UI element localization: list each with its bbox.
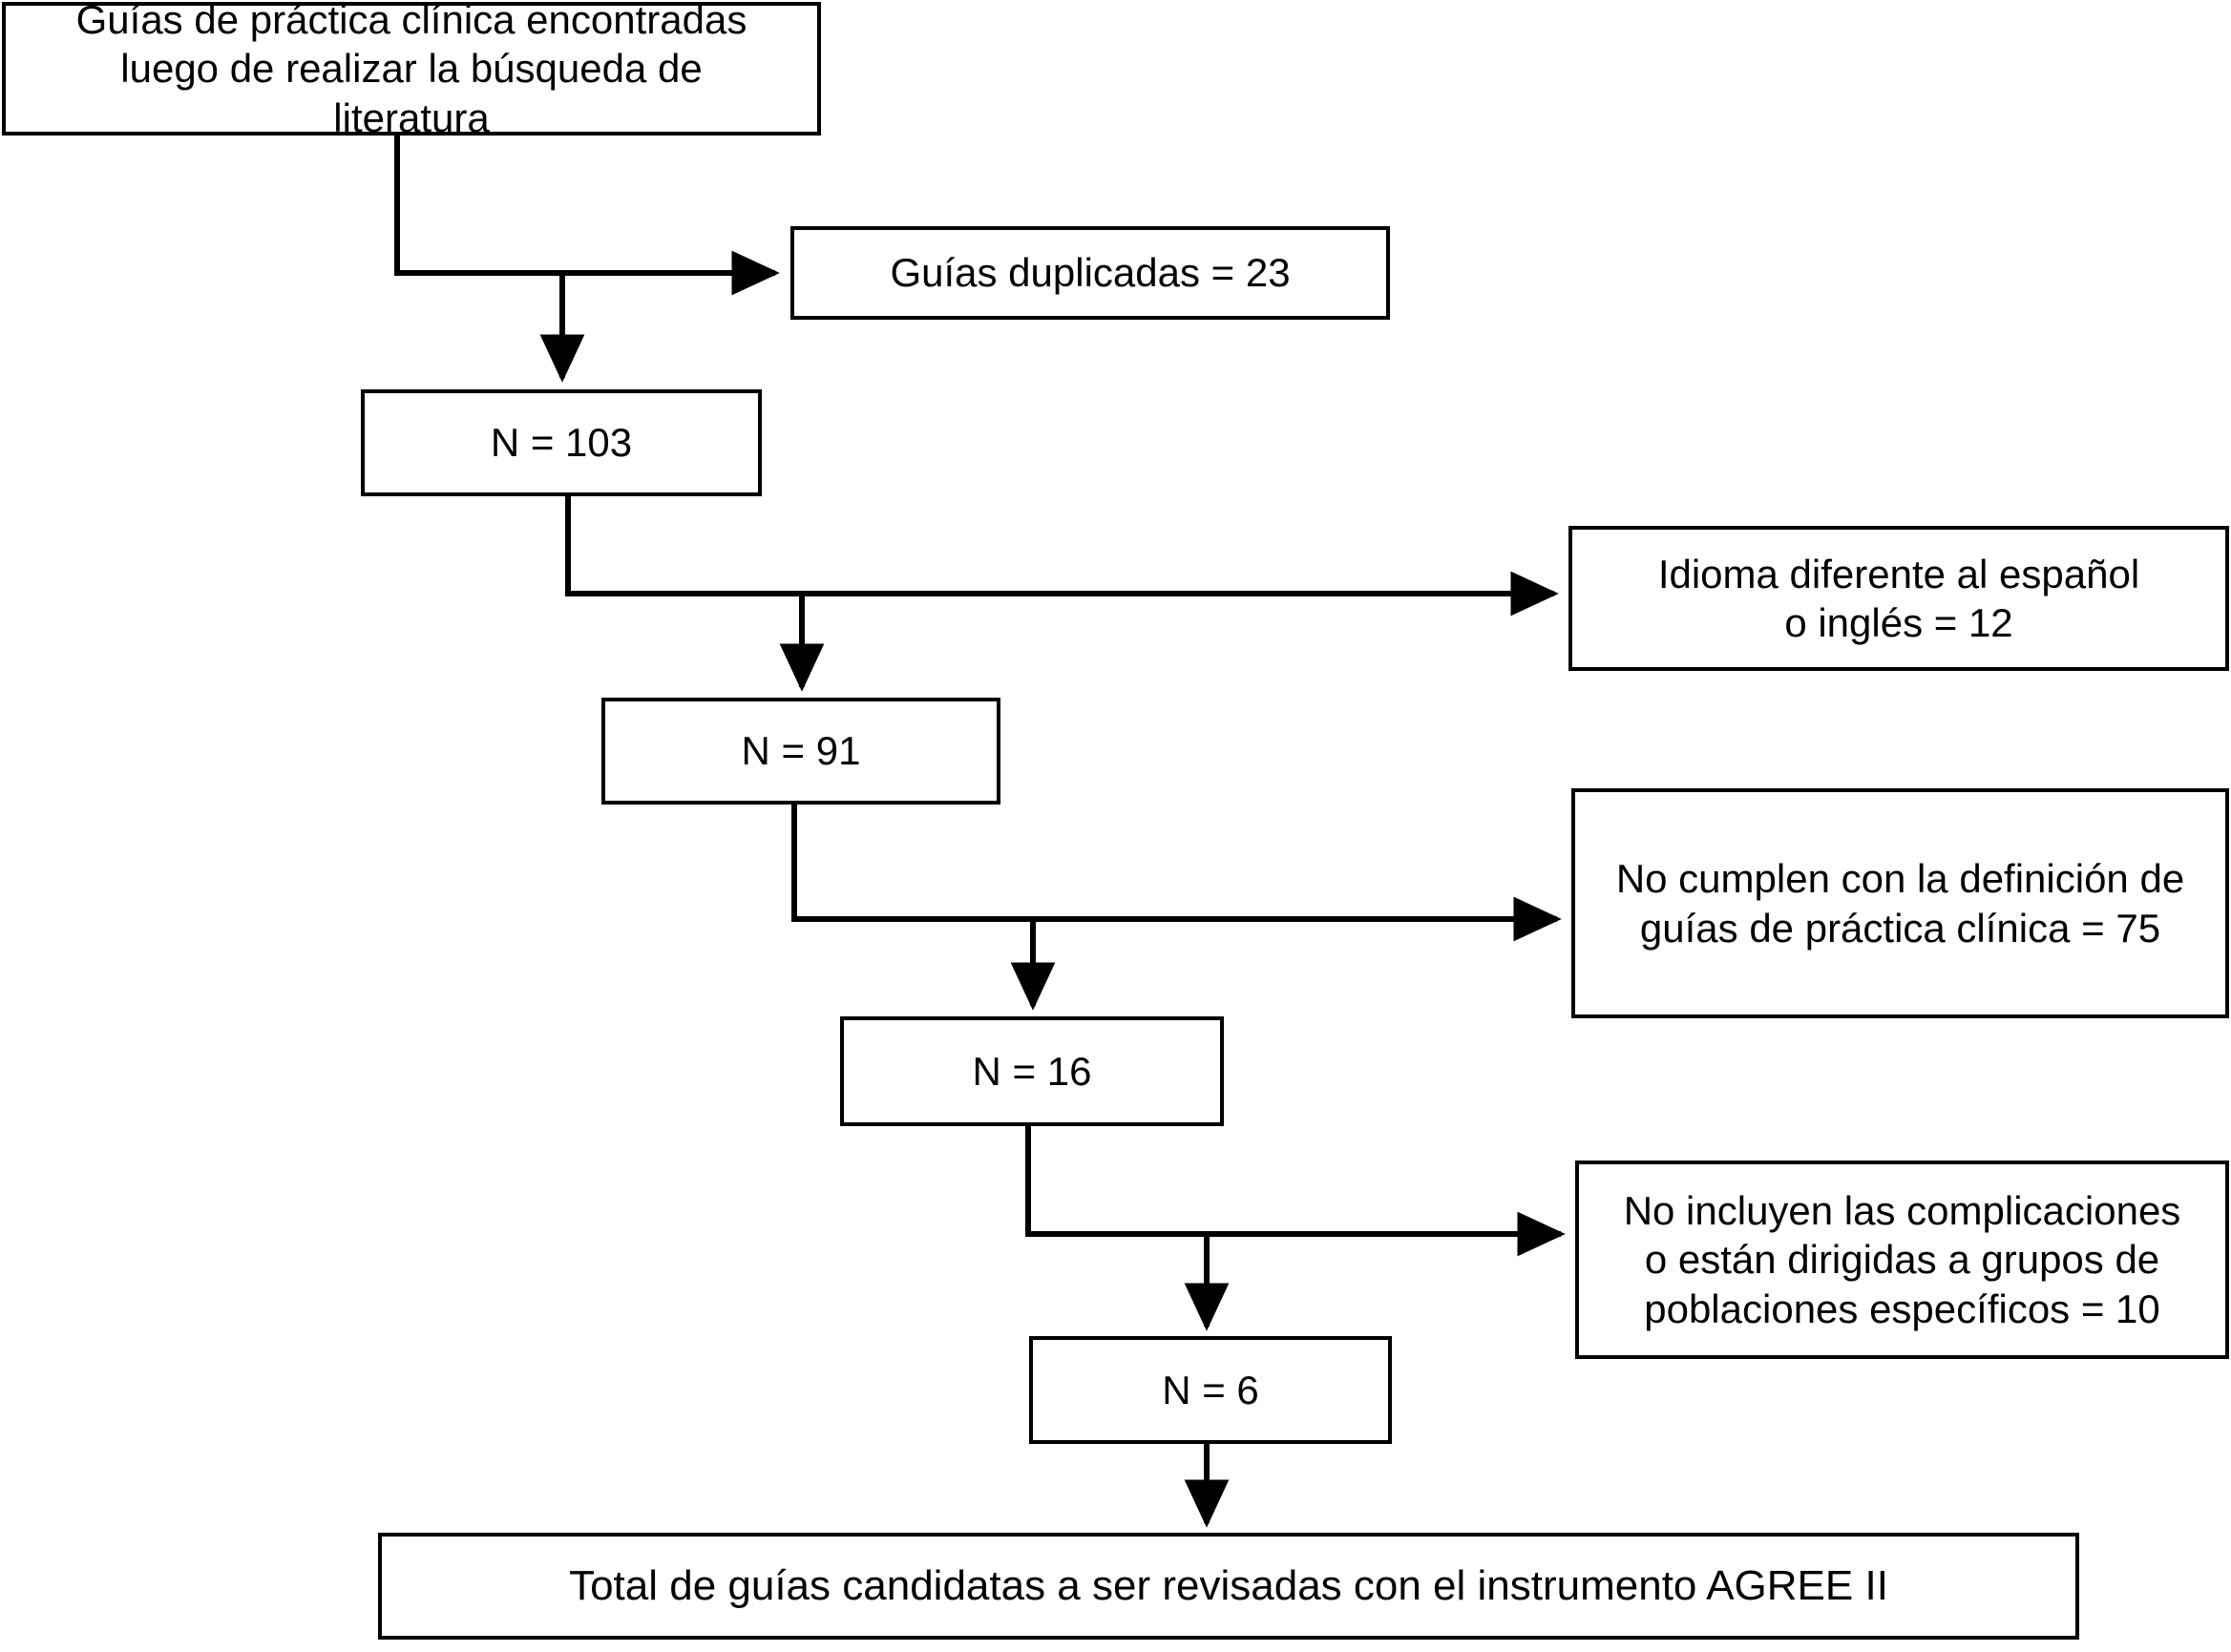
- node-guides-found: Guías de práctica clínica encontradas lu…: [2, 0, 821, 140]
- edge-n16-to-complications: [1025, 1126, 1566, 1257]
- node-complications-exclusion-label: No incluyen las complicaciones o están d…: [1623, 1188, 2181, 1331]
- edge-n103-to-language: [565, 496, 1559, 617]
- node-n-6-label: N = 6: [1162, 1367, 1259, 1412]
- edge-n91-to-definition: [791, 805, 1562, 942]
- node-n-91: N = 91: [601, 698, 1000, 805]
- node-n-16: N = 16: [840, 1016, 1224, 1126]
- node-definition-exclusion: No cumplen con la definición de guías de…: [1571, 788, 2229, 1018]
- node-n-6: N = 6: [1029, 1336, 1392, 1444]
- node-complications-exclusion: No incluyen las complicaciones o están d…: [1575, 1161, 2229, 1359]
- node-n-103: N = 103: [361, 389, 762, 496]
- node-duplicate-guides: Guías duplicadas = 23: [790, 226, 1390, 320]
- edge-found-to-duplicates: [394, 136, 780, 296]
- node-definition-exclusion-label: No cumplen con la definición de guías de…: [1615, 856, 2185, 951]
- node-n-91-label: N = 91: [741, 728, 861, 774]
- node-total-candidates-label: Total de guías candidatas a ser revisada…: [569, 1562, 1888, 1610]
- node-n-16-label: N = 16: [972, 1048, 1092, 1094]
- node-language-exclusion: Idioma diferente al español o inglés = 1…: [1568, 526, 2229, 671]
- node-guides-found-label: Guías de práctica clínica encontradas lu…: [75, 0, 747, 140]
- node-duplicate-guides-label: Guías duplicadas = 23: [890, 250, 1291, 296]
- node-n-103-label: N = 103: [490, 420, 633, 466]
- node-total-candidates: Total de guías candidatas a ser revisada…: [378, 1533, 2079, 1640]
- node-language-exclusion-label: Idioma diferente al español o inglés = 1…: [1657, 551, 2140, 645]
